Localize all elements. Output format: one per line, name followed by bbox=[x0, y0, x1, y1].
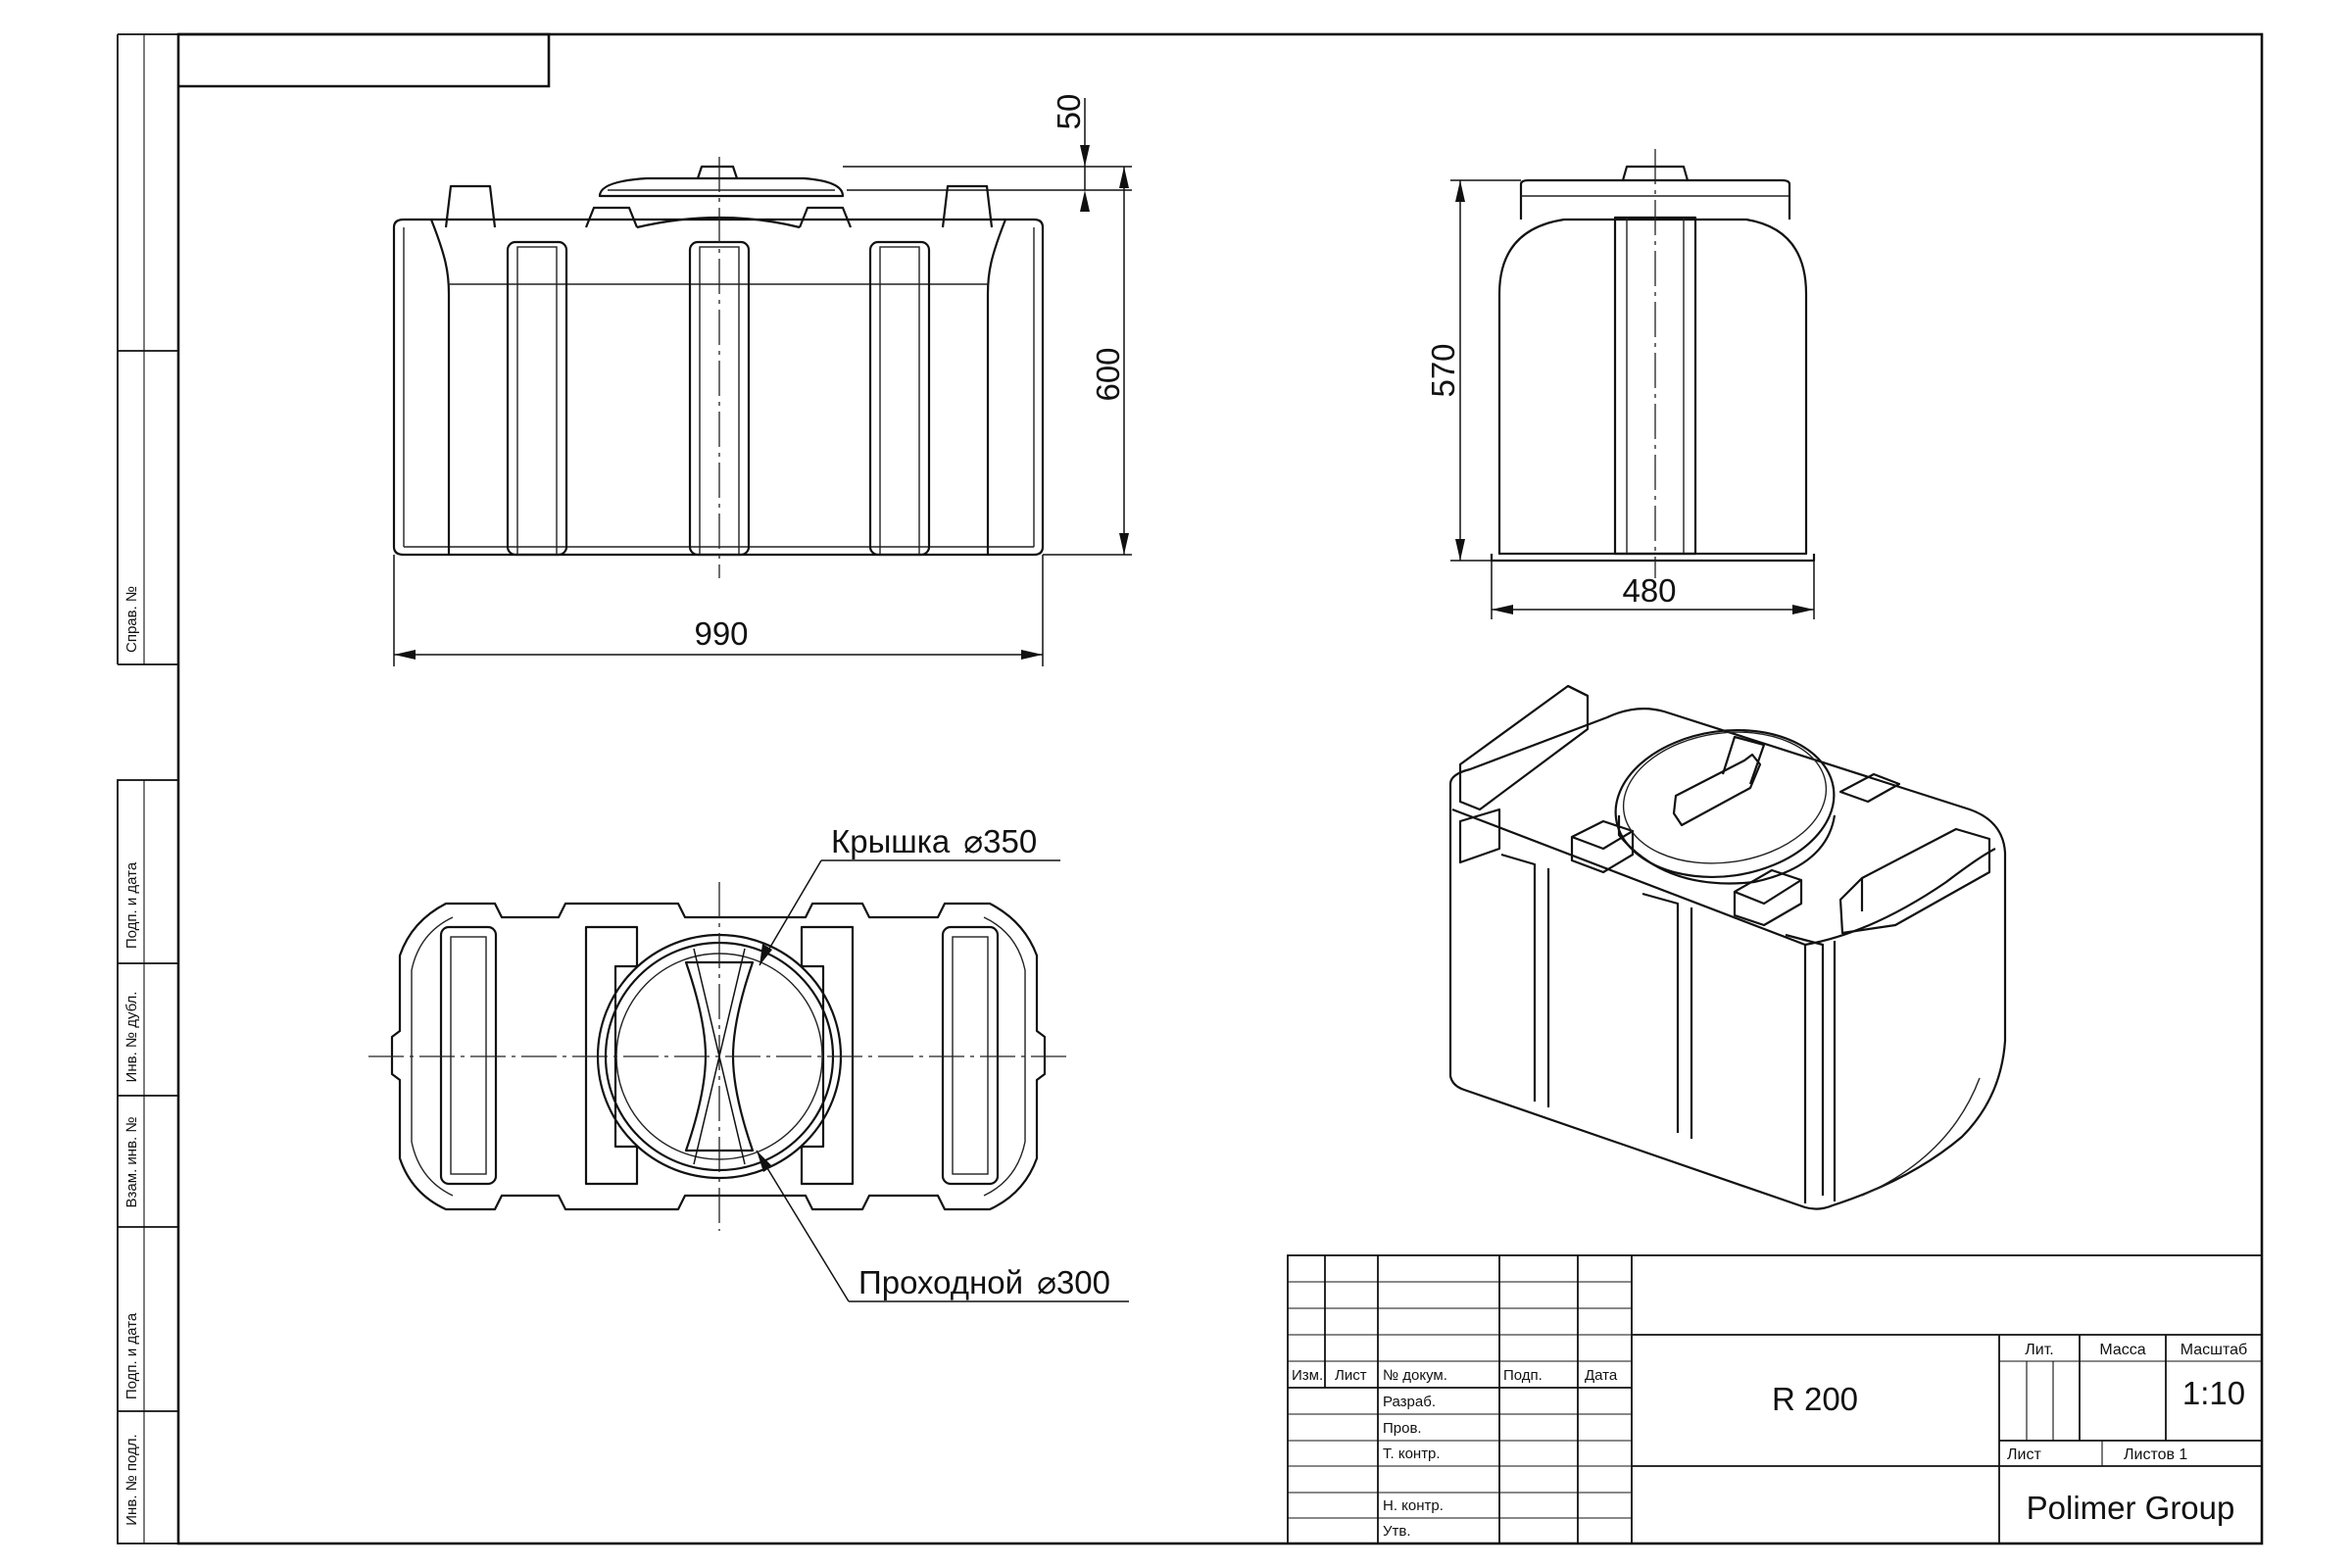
tb-sheets-total: Листов 1 bbox=[2124, 1446, 2187, 1463]
tb-sheet-label: Лист bbox=[2007, 1446, 2041, 1463]
callout-manhole: Проходной⌀300 bbox=[858, 1264, 1110, 1300]
side-strip: Справ. № Подп. и дата Инв. № дубл. Взам.… bbox=[117, 33, 179, 1544]
dim-side-height: 570 bbox=[1425, 343, 1461, 397]
isometric-view bbox=[1448, 684, 2007, 1210]
tb-row-prov: Пров. bbox=[1383, 1420, 1422, 1437]
side-label-inv-podl: Инв. № подл. bbox=[123, 1434, 140, 1525]
tb-row-razrab: Разраб. bbox=[1383, 1394, 1436, 1410]
side-label-sprav: Справ. № bbox=[123, 586, 140, 653]
side-label-inv-dubl: Инв. № дубл. bbox=[123, 992, 140, 1083]
drawing-frame bbox=[176, 32, 2264, 1545]
front-dimensions: 990 600 50 bbox=[393, 94, 1132, 666]
tb-col-izm: Изм. bbox=[1292, 1367, 1323, 1384]
tb-col-data: Дата bbox=[1585, 1367, 1618, 1384]
title-block: Изм. Лист № докум. Подп. Дата Разраб. Пр… bbox=[1287, 1254, 2263, 1544]
front-view bbox=[392, 157, 1045, 578]
side-view bbox=[1490, 149, 1816, 578]
dim-lid-height: 50 bbox=[1051, 94, 1087, 130]
side-dimensions: 480 570 bbox=[1425, 179, 1815, 619]
tb-col-list: Лист bbox=[1335, 1367, 1367, 1384]
callout-lid: Крышка⌀350 bbox=[831, 823, 1037, 859]
tb-col-podp: Подп. bbox=[1503, 1367, 1543, 1384]
top-view bbox=[368, 882, 1070, 1231]
tb-lit-label: Лит. bbox=[2025, 1342, 2053, 1358]
side-label-podp-data-1: Подп. и дата bbox=[123, 861, 140, 949]
top-view-callouts: Крышка⌀350 Проходной⌀300 bbox=[756, 823, 1129, 1302]
tb-company: Polimer Group bbox=[2027, 1490, 2235, 1526]
tb-masshtab-label: Масштаб bbox=[2180, 1342, 2247, 1358]
tb-massa-label: Масса bbox=[2099, 1342, 2145, 1358]
tb-row-utv: Утв. bbox=[1383, 1523, 1411, 1540]
dim-front-height: 600 bbox=[1090, 347, 1126, 401]
side-label-vzam-inv: Взам. инв. № bbox=[123, 1117, 140, 1208]
dim-front-width: 990 bbox=[694, 615, 748, 652]
tb-col-doc-no: № докум. bbox=[1383, 1367, 1447, 1384]
tb-designation: R 200 bbox=[1772, 1381, 1858, 1417]
dim-side-width: 480 bbox=[1622, 572, 1676, 609]
tb-row-n-kontr: Н. контр. bbox=[1383, 1497, 1444, 1514]
tb-row-t-kontr: Т. контр. bbox=[1383, 1446, 1441, 1462]
side-label-podp-data-2: Подп. и дата bbox=[123, 1312, 140, 1399]
tb-scale-value: 1:10 bbox=[2182, 1375, 2245, 1411]
